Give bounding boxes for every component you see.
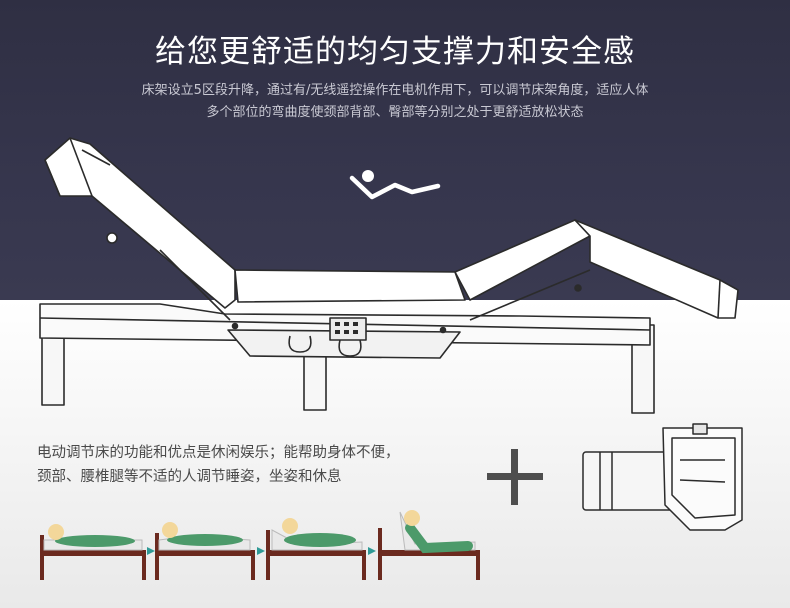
feature-description: 电动调节床的功能和优点是休闲娱乐；能帮助身体不便， 颈部、腰椎腿等不适的人调节睡… (37, 441, 477, 489)
subtitle-line-2: 多个部位的弯曲度使颈部背部、臀部等分别之处于更舒适放松状态 (206, 105, 584, 120)
description-line-1: 电动调节床的功能和优点是休闲娱乐；能帮助身体不便， (37, 445, 400, 461)
page-title: 给您更舒适的均匀支撑力和安全感 (155, 34, 635, 70)
description-line-2: 颈部、腰椎腿等不适的人调节睡姿，坐姿和休息 (37, 469, 342, 485)
page-subtitle: 床架设立5区段升降，通过有/无线遥控操作在电机作用下，可以调节床架角度，适应人体… (0, 80, 790, 124)
plus-icon (487, 449, 543, 505)
subtitle-line-1: 床架设立5区段升降，通过有/无线遥控操作在电机作用下，可以调节床架角度，适应人体 (141, 83, 649, 98)
